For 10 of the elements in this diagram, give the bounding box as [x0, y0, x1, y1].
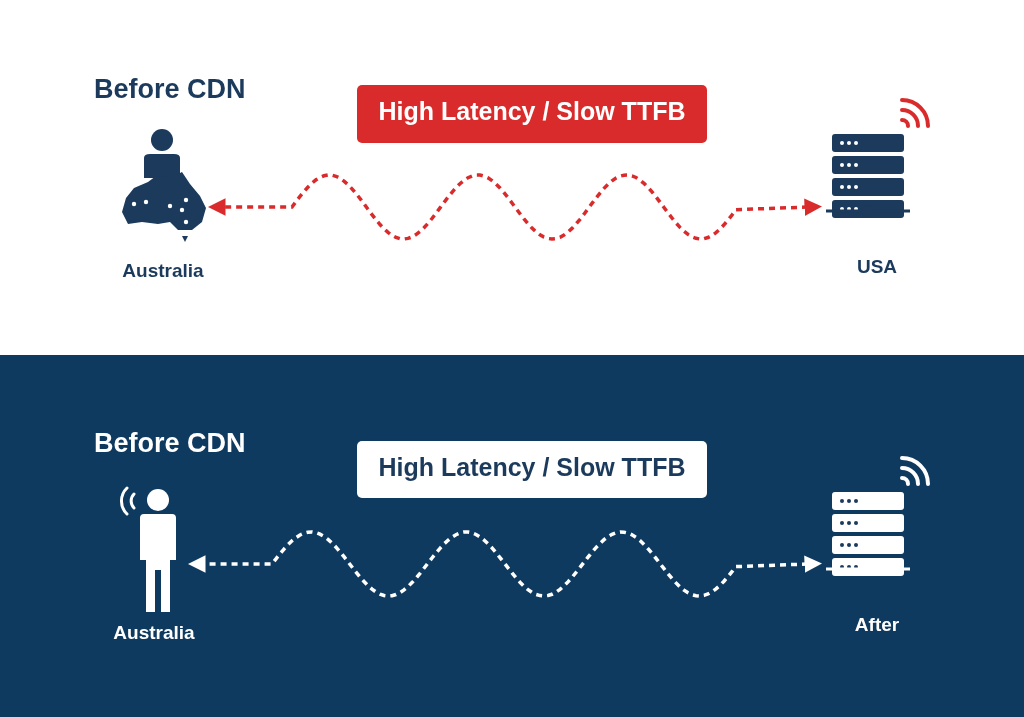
- section-heading: Before CDN: [94, 74, 246, 105]
- location-label: After: [854, 614, 900, 636]
- location-label: USA: [856, 256, 898, 278]
- location-label: Australia: [113, 622, 195, 644]
- location-label: Australia: [122, 260, 204, 282]
- latency-arrow: [208, 173, 822, 241]
- latency-arrow: [188, 530, 822, 598]
- latency-badge: High Latency / Slow TTFB: [357, 441, 707, 498]
- latency-badge: High Latency / Slow TTFB: [357, 85, 707, 143]
- section-heading: Before CDN: [94, 428, 246, 459]
